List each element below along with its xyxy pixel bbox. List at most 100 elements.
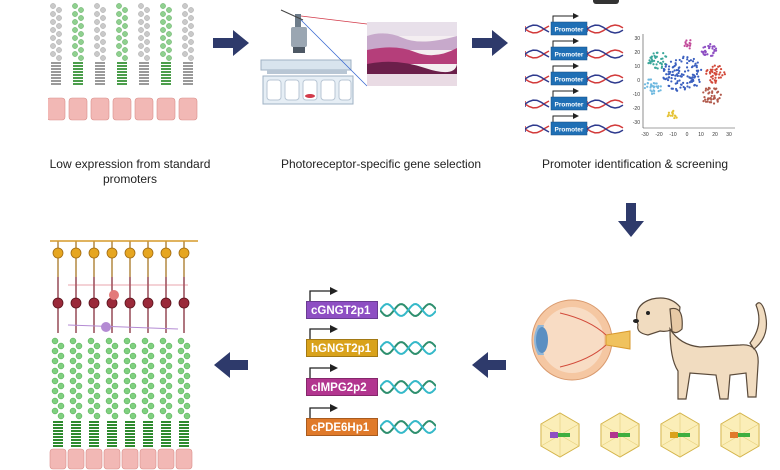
scatter-point [721, 74, 724, 77]
scatter-point [666, 78, 670, 82]
promoter-row-2: hGNGT2p1 [300, 325, 450, 359]
scatter-point [695, 72, 699, 76]
scatter-point [697, 75, 700, 78]
scatter-point [649, 86, 652, 89]
scatter-point [643, 86, 647, 90]
scatter-point [704, 89, 707, 92]
scatter-point [717, 76, 721, 79]
scatter-point [647, 61, 650, 65]
x-tick-label: 10 [698, 132, 704, 138]
retina-tissue-image [367, 22, 457, 86]
scatter-point [688, 47, 691, 50]
scatter-point [713, 64, 716, 67]
arrow-right-2 [472, 30, 508, 56]
photoreceptor-cell [178, 3, 198, 121]
scatter-point [704, 53, 707, 56]
scatter-point [690, 79, 693, 82]
scatter-point [674, 59, 678, 62]
scatter-point [673, 64, 676, 68]
ganglion-cell [142, 241, 154, 277]
scatter-point [695, 84, 698, 87]
scatter-point [670, 87, 673, 90]
scatter-point [710, 80, 713, 84]
scatter-point [693, 64, 696, 67]
scatter-point [710, 94, 713, 98]
arrow-left-2 [214, 352, 248, 378]
scatter-point [708, 71, 712, 74]
scatter-point [716, 100, 719, 103]
promoter-list: cGNGT2p1 hGNGT2p1 cIMPG2p2 cPDE6Hp1 [300, 287, 450, 447]
scatter-point [704, 51, 707, 54]
scatter-point [706, 53, 709, 56]
scatter-point [665, 63, 668, 66]
promoter-box-label: Promoter [555, 77, 584, 84]
scatter-point [682, 85, 685, 89]
photoreceptor-green [85, 337, 103, 470]
scatter-point [680, 60, 683, 63]
scatter-point [675, 73, 679, 76]
dna-helix-icon [380, 420, 436, 434]
scatter-point [715, 70, 718, 73]
photoreceptor-cell [112, 3, 132, 121]
scatter-point [682, 55, 685, 58]
scatter-point [683, 44, 686, 47]
ganglion-cell [88, 241, 100, 277]
scatter-point [652, 82, 655, 85]
scatter-point [670, 76, 673, 80]
x-tick-label: 20 [712, 132, 718, 138]
scatter-point [713, 87, 716, 90]
scatter-point [660, 63, 663, 66]
scatter-point [650, 83, 653, 86]
scatter-point [675, 116, 678, 119]
scatter-point [719, 76, 722, 79]
scatter-point [662, 60, 665, 63]
scatter-point [707, 92, 710, 95]
scatter-point [714, 47, 718, 50]
scatter-point [711, 70, 714, 74]
scatter-point [710, 75, 713, 79]
photoreceptor-cell [48, 3, 66, 121]
scatter-point [711, 74, 714, 77]
scatter-point [650, 90, 653, 93]
y-tick-label: 0 [637, 78, 640, 84]
caption-promoter-screening: Promoter identification & screening [541, 157, 729, 171]
scatter-point [693, 84, 696, 87]
scatter-point [673, 69, 676, 72]
scatter-point [704, 98, 707, 101]
photoreceptor-green [175, 337, 193, 470]
scatter-point [649, 78, 653, 81]
scatter-point [711, 45, 714, 48]
scatter-point [662, 67, 665, 71]
scatter-point [686, 61, 689, 65]
well-plate-icon [262, 75, 354, 105]
scatter-point [702, 91, 705, 94]
scatter-point [686, 56, 689, 59]
bipolar-cell [160, 277, 172, 333]
scatter-point [713, 79, 716, 82]
dna-helix-icon [380, 303, 436, 317]
scatter-point [712, 51, 715, 54]
dog-icon [633, 297, 767, 400]
scatter-point [706, 88, 710, 91]
scatter-point [652, 89, 655, 92]
scatter-point [656, 86, 660, 89]
scatter-point [706, 100, 709, 103]
scatter-point [692, 79, 695, 83]
scatter-point [683, 70, 687, 73]
scatter-point [674, 77, 677, 80]
scatter-point [678, 58, 681, 62]
aav-capsid-icon [660, 412, 700, 458]
scatter-point [704, 87, 708, 90]
scatter-point [690, 66, 694, 69]
scatter-point [691, 73, 694, 76]
aav-capsid-icon [540, 412, 580, 458]
caption-gene-selection: Photoreceptor-specific gene selection [280, 157, 482, 171]
promoter-label-cPDE6Hp1: cPDE6Hp1 [306, 418, 378, 436]
scatter-point [709, 101, 713, 104]
scatter-point [667, 76, 671, 79]
ganglion-cell [160, 241, 172, 277]
bipolar-cell [178, 277, 190, 333]
bipolar-cell [52, 277, 64, 333]
scatter-point [687, 69, 690, 72]
